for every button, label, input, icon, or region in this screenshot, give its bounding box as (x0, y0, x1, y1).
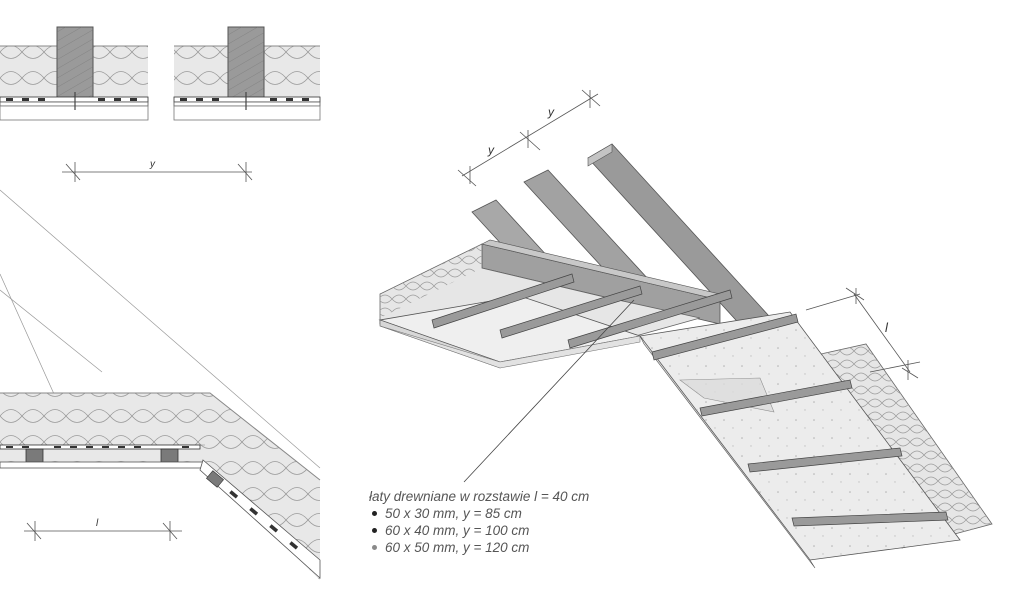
leader-line (463, 299, 635, 483)
batten-caption: łaty drewniane w rozstawie l = 40 cm 50 … (369, 488, 589, 556)
batten-section-left (25, 448, 44, 463)
dimension-label-y-3d-1: y (487, 143, 495, 157)
dimension-y-3d (457, 89, 601, 187)
dimension-label-l-3d: l (885, 320, 889, 335)
diagonal-guides (0, 189, 321, 469)
sloped-battens (651, 313, 949, 527)
caption-item: 60 x 40 mm, y = 100 cm (369, 522, 589, 539)
ceiling-battens (431, 273, 733, 349)
dimension-label-y-top: y (149, 159, 156, 170)
dimension-label-y-3d-2: y (547, 105, 555, 119)
batten-section-right (160, 448, 179, 463)
bottom-section (0, 392, 321, 580)
caption-item-text: 50 x 30 mm, y = 85 cm (385, 506, 522, 521)
top-section-left (0, 26, 149, 121)
caption-item: 50 x 30 mm, y = 85 cm (369, 505, 589, 522)
bullet-dot-icon (372, 545, 377, 550)
caption-title: łaty drewniane w rozstawie l = 40 cm (369, 489, 590, 504)
dimension-l-bottom: l (24, 518, 182, 541)
roof-axonometric-view: y y l (378, 89, 993, 569)
bullet-dot-icon (372, 528, 377, 533)
bullet-dot-icon (372, 511, 377, 516)
caption-item: 60 x 50 mm, y = 120 cm (369, 539, 589, 556)
top-section-right (173, 26, 321, 121)
dimension-y-top: y (62, 159, 253, 182)
dimension-l-3d (805, 287, 921, 380)
caption-item-text: 60 x 40 mm, y = 100 cm (385, 523, 530, 538)
caption-item-text: 60 x 50 mm, y = 120 cm (385, 540, 530, 555)
dimension-label-l-bottom: l (96, 518, 99, 529)
caption-list: 50 x 30 mm, y = 85 cm 60 x 40 mm, y = 10… (369, 505, 589, 556)
